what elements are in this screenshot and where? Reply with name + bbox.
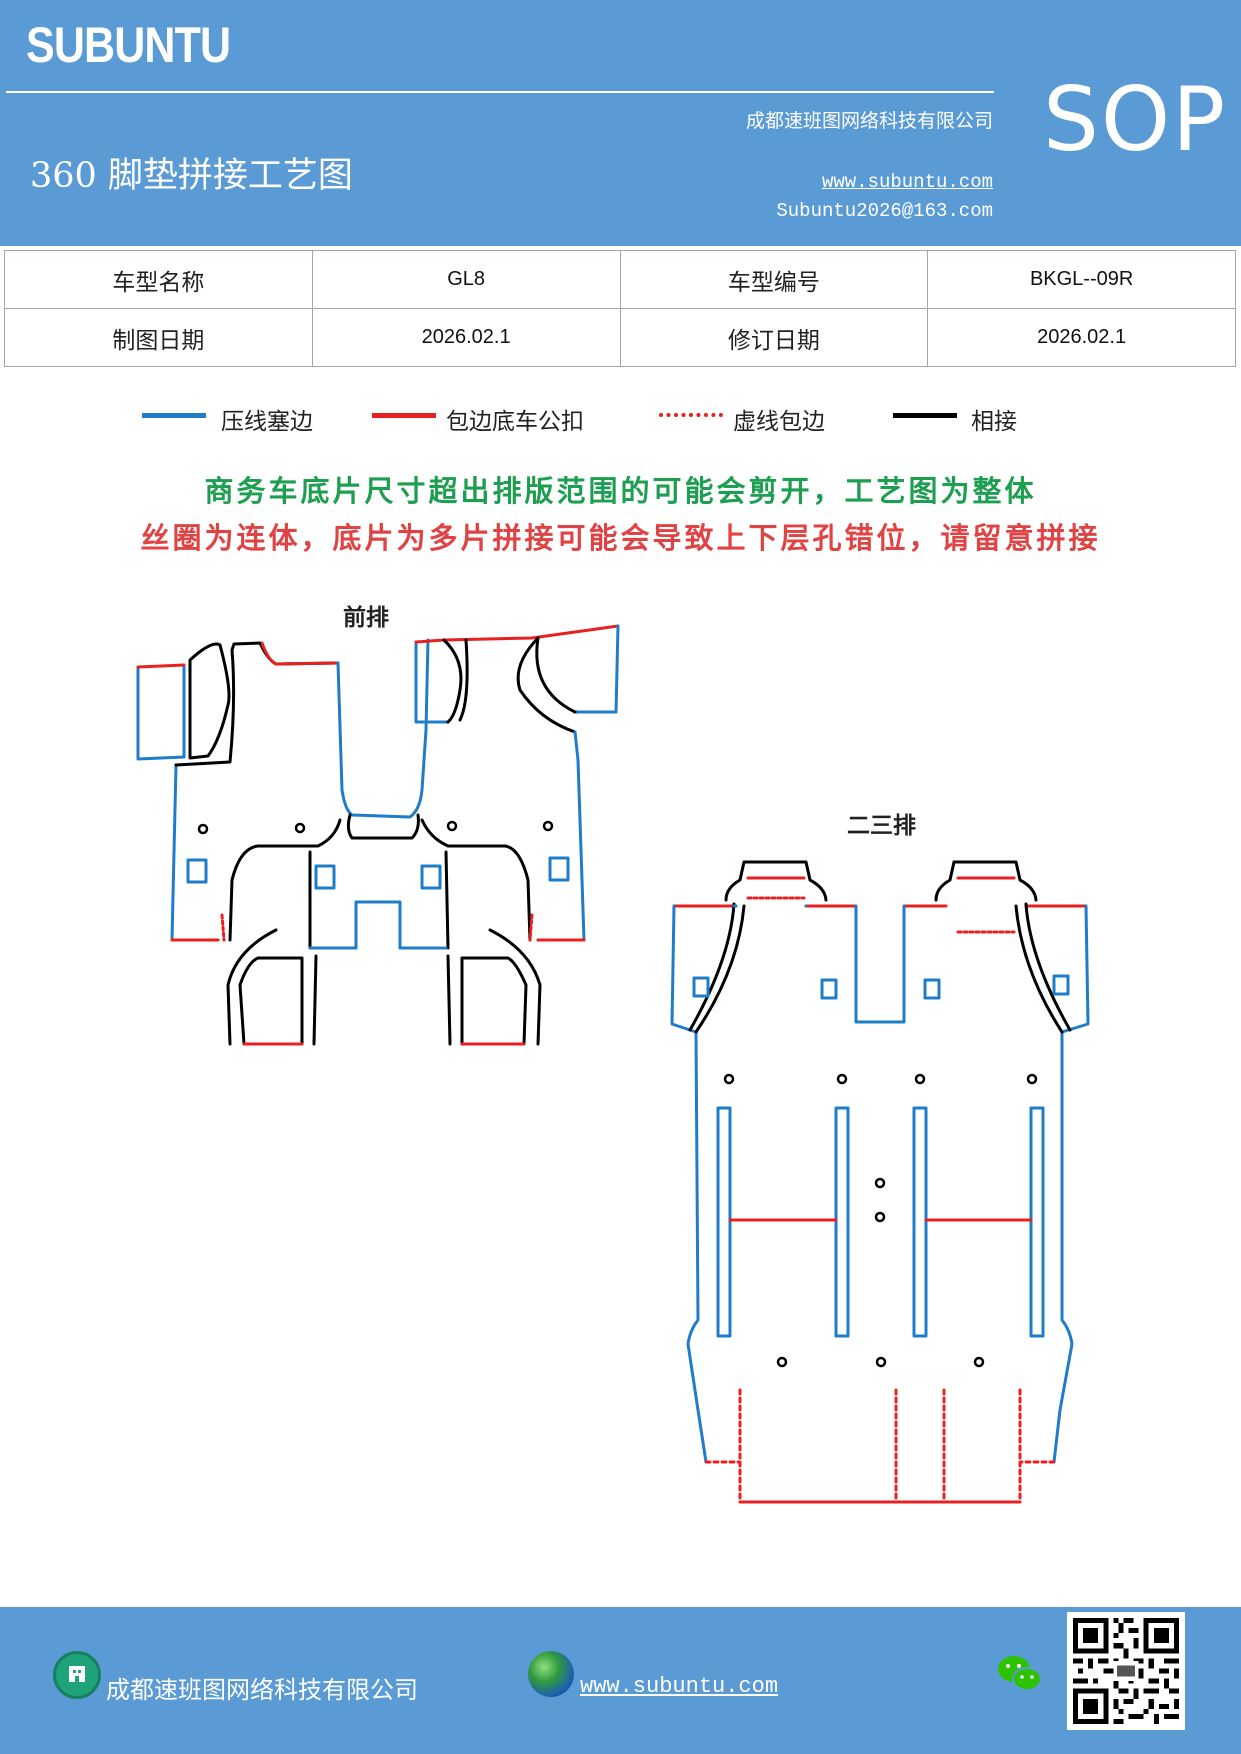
legend: 压线塞边 包边底车公扣 虚线包边 相接 xyxy=(0,398,1241,440)
model-name-value: GL8 xyxy=(311,250,621,309)
front-clip-square xyxy=(548,856,570,882)
front-clip-square xyxy=(186,858,208,884)
section-label-front: 前排 xyxy=(343,605,389,631)
legend-line-blue xyxy=(142,413,206,418)
rear-right-seat-top xyxy=(934,860,1038,902)
front-right-seat xyxy=(420,818,532,950)
front-row-diagram xyxy=(136,624,620,1046)
rear-hole xyxy=(914,1073,926,1085)
header-company: 成都速班图网络科技有限公司 xyxy=(745,110,993,132)
building-icon xyxy=(53,1651,101,1699)
rear-arch-black xyxy=(688,902,1072,1034)
front-right-door-black xyxy=(442,636,577,734)
rear-middle-blue xyxy=(854,904,906,1024)
draw-date-label: 制图日期 xyxy=(4,308,313,367)
mat-diagram xyxy=(136,624,1090,1504)
header-website-link[interactable]: www.subuntu.com xyxy=(821,171,993,193)
legend-label: 虚线包边 xyxy=(733,409,825,435)
rear-rail xyxy=(912,1106,928,1338)
brand-logo: SUBUNTU xyxy=(26,17,231,73)
legend-label: 相接 xyxy=(971,409,1017,435)
rear-rail xyxy=(716,1106,732,1338)
front-driver-top-red xyxy=(260,641,340,666)
front-dotted-left xyxy=(220,913,226,942)
front-clip-square xyxy=(420,864,442,890)
note-red: 丝圈为连体，底片为多片拼接可能会导致上下层孔错位，请留意拼接 xyxy=(140,521,1101,555)
rear-hole xyxy=(874,1211,886,1223)
header-banner xyxy=(0,0,1241,246)
front-right-panel-inner xyxy=(535,636,577,714)
front-left-panel-blue xyxy=(136,665,186,761)
front-center-block xyxy=(308,900,448,950)
front-hole xyxy=(294,822,306,834)
rear-clip-square xyxy=(692,976,710,998)
rear-clip-square xyxy=(1052,974,1070,996)
legend-label: 包边底车公扣 xyxy=(446,409,584,435)
front-center-tunnel xyxy=(336,638,430,819)
qr-code[interactable] xyxy=(1067,1612,1185,1730)
draw-date-value: 2026.02.1 xyxy=(311,308,621,367)
rear-rail xyxy=(1029,1106,1045,1338)
front-dotted-right xyxy=(528,913,534,942)
revise-date-label: 修订日期 xyxy=(619,308,929,367)
rear-hole xyxy=(875,1356,887,1368)
front-center-tunnel-black xyxy=(346,813,420,840)
wechat-icon[interactable] xyxy=(996,1652,1044,1696)
rear-hole xyxy=(1026,1073,1038,1085)
legend-line-red xyxy=(372,413,436,418)
rear-outer-blue xyxy=(670,904,1090,1464)
footer-company: 成都速班图网络科技有限公司 xyxy=(106,1676,418,1704)
front-left-panel-top xyxy=(136,663,186,669)
note-green: 商务车底片尺寸超出排版范围的可能会剪开，工艺图为整体 xyxy=(204,474,1037,508)
footer-website-link[interactable]: www.subuntu.com xyxy=(580,1674,779,1699)
rear-hole xyxy=(723,1073,735,1085)
front-left-panel-black xyxy=(188,642,231,760)
rear-hole xyxy=(874,1177,886,1189)
sop-badge: SOP xyxy=(1043,68,1228,171)
model-code-label: 车型编号 xyxy=(619,250,929,309)
model-name-label: 车型名称 xyxy=(4,250,313,309)
front-right-door-red xyxy=(414,624,620,644)
rear-left-seat-top xyxy=(724,860,828,902)
front-clip-square xyxy=(314,864,336,890)
rear-rail xyxy=(834,1106,850,1338)
rear-dotted-edges xyxy=(704,1388,1056,1504)
front-hole xyxy=(197,823,209,835)
rear-hole xyxy=(836,1073,848,1085)
globe-icon xyxy=(528,1651,574,1697)
rear-hole xyxy=(776,1356,788,1368)
section-label-rear: 二三排 xyxy=(847,813,916,839)
legend-line-red-dotted xyxy=(659,413,723,417)
legend-line-black xyxy=(893,413,957,418)
header-email[interactable]: Subuntu2026@163.com xyxy=(776,200,993,222)
info-table: 车型名称 GL8 车型编号 BKGL--09R 制图日期 2026.02.1 修… xyxy=(4,250,1236,367)
rear-rows-diagram xyxy=(670,860,1090,1504)
rear-clip-square xyxy=(923,978,941,1000)
front-hole xyxy=(446,820,458,832)
table-row: 制图日期 2026.02.1 修订日期 2026.02.1 xyxy=(4,308,1236,367)
front-left-seat xyxy=(228,818,342,950)
revise-date-value: 2026.02.1 xyxy=(927,308,1236,367)
front-driver-mat-top xyxy=(174,641,340,767)
legend-label: 压线塞边 xyxy=(221,409,313,435)
front-passenger-mat xyxy=(536,730,586,942)
front-right-panel xyxy=(573,624,620,714)
front-hole xyxy=(542,820,554,832)
front-right-feet xyxy=(446,928,542,1046)
rear-hole xyxy=(973,1356,985,1368)
front-right-door-blue xyxy=(414,640,450,724)
front-left-feet xyxy=(226,928,318,1046)
front-driver-mat-outline xyxy=(170,763,220,942)
rear-clip-square xyxy=(820,978,838,1000)
page-title: 360 脚垫拼接工艺图 xyxy=(30,156,353,196)
header-divider xyxy=(6,91,994,93)
